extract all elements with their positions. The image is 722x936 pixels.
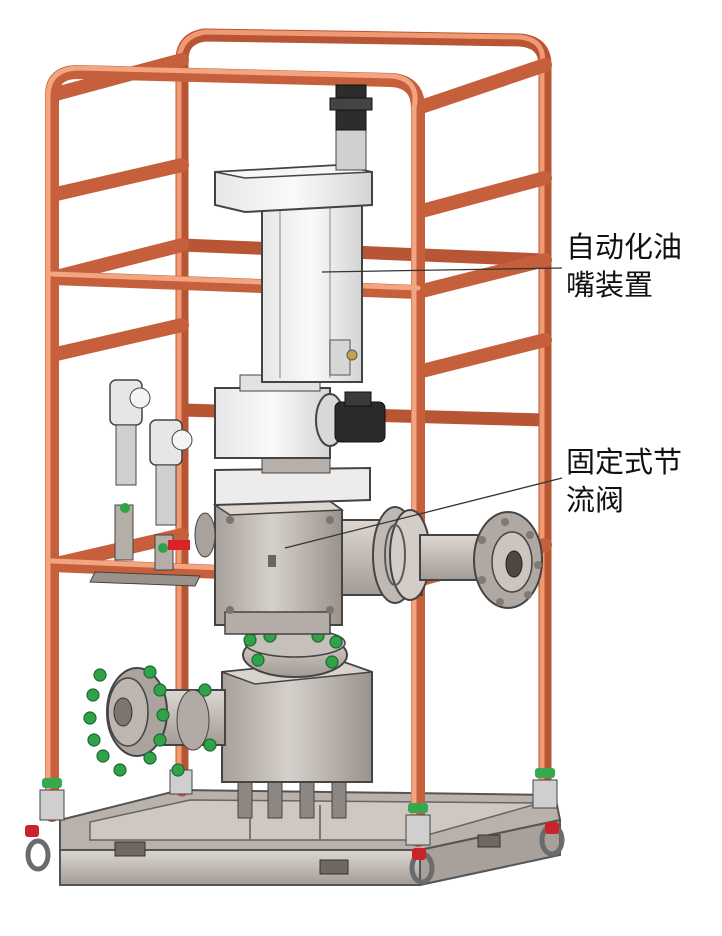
leader-line-fixed-valve: [284, 477, 563, 549]
lifting-shackles: [25, 822, 565, 885]
label-fixed-valve-line2: 流阀: [566, 483, 625, 517]
label-auto-choke-line2: 嘴装置: [566, 268, 654, 302]
fixed-choke-valve: [194, 498, 543, 635]
leader-lines: [284, 267, 563, 549]
frame-feet-fittings: [39, 768, 558, 846]
leader-line-auto-choke: [321, 267, 563, 273]
label-fixed-choke-valve: 固定式节 流阀: [566, 443, 682, 519]
label-auto-choke-line1: 自动化油: [566, 230, 683, 264]
base-skid: [59, 788, 562, 887]
lower-valve-body: [106, 628, 373, 819]
label-auto-choke-device: 自动化油 嘴装置: [566, 228, 682, 304]
solenoid-valves: [89, 379, 201, 587]
label-fixed-valve-line1: 固定式节: [566, 445, 683, 479]
automatic-choke-actuator: [214, 84, 386, 507]
